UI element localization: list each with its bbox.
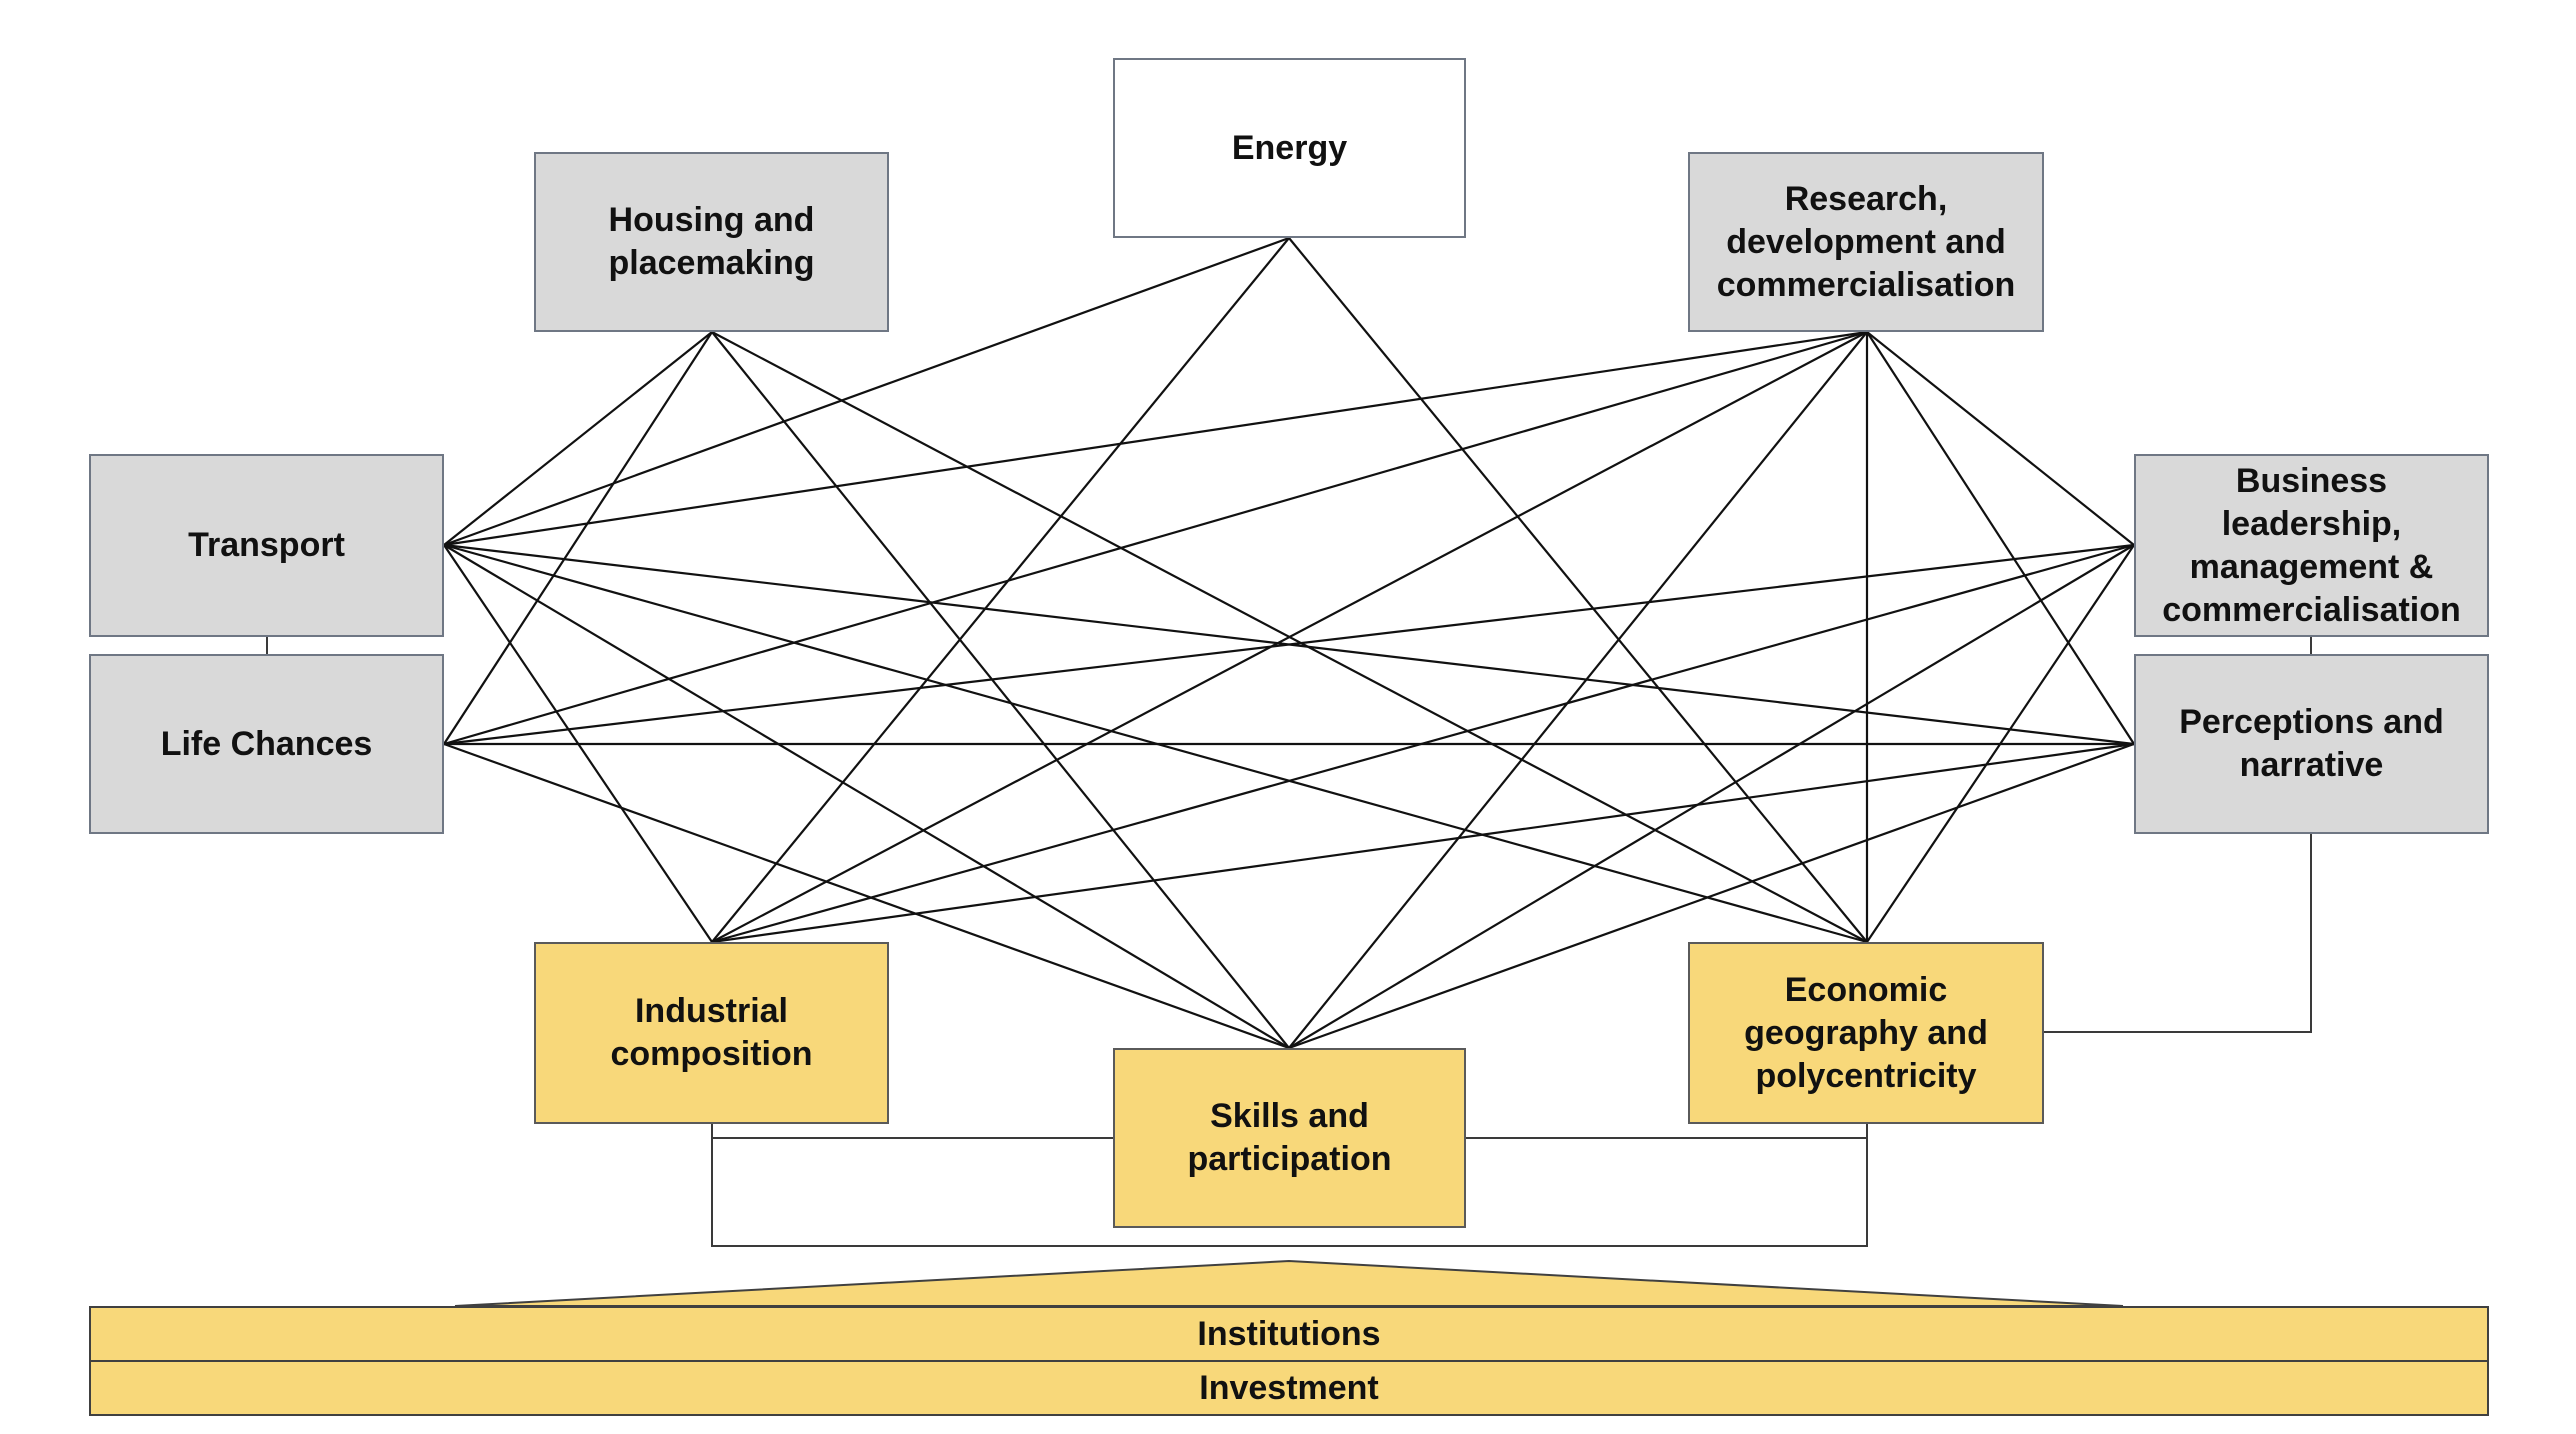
edge-research-transport (443, 330, 1868, 547)
research-label: Research, development and commercialisat… (1716, 179, 2016, 304)
research-box: Research, development and commercialisat… (1688, 152, 2044, 332)
industrial-label: Industrial composition (610, 992, 813, 1073)
perceptions-box: Perceptions and narrative (2134, 654, 2489, 834)
business-label: Business leadership, management & commer… (2162, 461, 2461, 629)
housing-label: Housing and placemaking (608, 201, 815, 282)
edge-perceptions-industrial (711, 742, 2135, 944)
edge-housing-transport (443, 331, 713, 546)
edge-business-skills (1288, 544, 2135, 1049)
energy-box: Energy (1113, 58, 1466, 238)
edge-perceptions-skills (1288, 742, 2135, 1050)
business-box: Business leadership, management & commer… (2134, 454, 2489, 637)
econgeo-label: Economic geography and polycentricity (1744, 970, 1988, 1095)
industrial-box: Industrial composition (534, 942, 889, 1124)
institutions-label: Institutions (1197, 1314, 1381, 1353)
skills-box: Skills and participation (1113, 1048, 1466, 1228)
transport-box: Transport (89, 454, 444, 637)
perceptions-econgeo-connector (2044, 834, 2312, 1033)
investment-band: Investment (89, 1360, 2489, 1416)
econgeo-box: Economic geography and polycentricity (1688, 942, 2044, 1124)
life-chances-box: Life Chances (89, 654, 444, 834)
edge-business-econgeo (1866, 544, 2135, 943)
edge-life-chances-business (443, 543, 2135, 746)
foundation-roof (454, 1259, 2124, 1307)
bracket-connectors (266, 637, 2312, 1247)
edge-research-skills (1288, 331, 1868, 1049)
edge-transport-skills (443, 544, 1290, 1049)
edge-housing-skills (711, 331, 1290, 1049)
edge-housing-life-chances (443, 331, 713, 745)
skills-label: Skills and participation (1187, 1097, 1392, 1178)
connection-lines (443, 236, 2135, 1050)
edge-life-chances-skills (443, 742, 1290, 1050)
edge-research-business (1866, 331, 2135, 546)
transport-label: Transport (188, 526, 345, 564)
industrial-econgeo-bracket (711, 1124, 1868, 1247)
investment-label: Investment (1199, 1368, 1379, 1407)
edge-research-life-chances (443, 330, 1868, 746)
perceptions-label: Perceptions and narrative (2179, 703, 2444, 784)
life-chances-label: Life Chances (160, 724, 373, 763)
edge-energy-industrial (711, 237, 1290, 943)
edge-research-perceptions (1866, 331, 2135, 745)
edge-business-industrial (711, 543, 2135, 944)
industrial-skills-connector (711, 1124, 1113, 1139)
institutions-band: Institutions (89, 1306, 2489, 1362)
edge-energy-econgeo (1288, 237, 1868, 943)
edge-energy-transport (443, 236, 1290, 547)
housing-box: Housing and placemaking (534, 152, 889, 332)
econgeo-skills-connector (1466, 1124, 1868, 1139)
edge-research-industrial (711, 331, 1868, 943)
energy-label: Energy (1231, 128, 1348, 167)
